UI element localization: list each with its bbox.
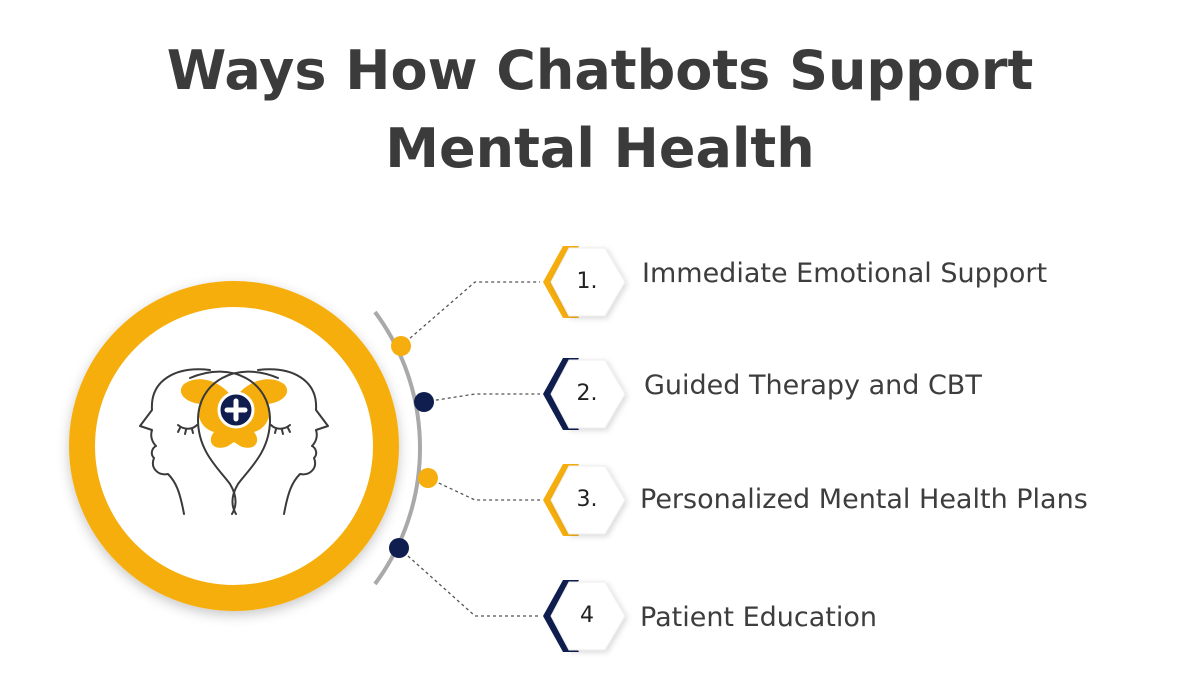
arc-dot-4 (389, 538, 409, 558)
item-number-1: 1. (576, 269, 598, 294)
hexagon-badge-1 (543, 246, 626, 318)
item-number-3: 3. (576, 487, 598, 512)
hexagon-3 (550, 465, 626, 535)
connector-2 (423, 393, 540, 403)
item-number-2: 2. (576, 381, 598, 406)
item-number-4: 4 (580, 603, 594, 628)
hexagon-chevron-1 (543, 246, 579, 318)
page-title: Ways How Chatbots Support Mental Health (0, 32, 1200, 188)
title-line-1: Ways How Chatbots Support (166, 39, 1034, 102)
connector-3 (427, 477, 540, 501)
hexagon-chevron-3 (543, 464, 579, 536)
hexagon-chevron-4 (543, 580, 579, 652)
item-label-4: Patient Education (640, 602, 878, 633)
arc-dot-2 (414, 392, 434, 412)
hexagon-1 (550, 247, 626, 317)
head-brain-plus-icon (139, 368, 329, 515)
item-label-2: Guided Therapy and CBT (644, 370, 982, 401)
arc-dot-1 (391, 336, 411, 356)
center-ring (69, 281, 399, 611)
hexagon-badge-2 (543, 358, 626, 430)
hexagon-chevron-2 (543, 358, 579, 430)
arc-dot-3 (418, 468, 438, 488)
item-label-3: Personalized Mental Health Plans (640, 484, 1088, 515)
connector-4 (398, 547, 540, 617)
item-label-1: Immediate Emotional Support (642, 258, 1048, 289)
hexagon-2 (550, 359, 626, 429)
hexagon-4 (550, 581, 626, 651)
hexagon-badge-4 (543, 580, 626, 652)
connector-1 (400, 281, 540, 347)
title-line-2: Mental Health (385, 117, 815, 180)
hexagon-badge-3 (543, 464, 626, 536)
